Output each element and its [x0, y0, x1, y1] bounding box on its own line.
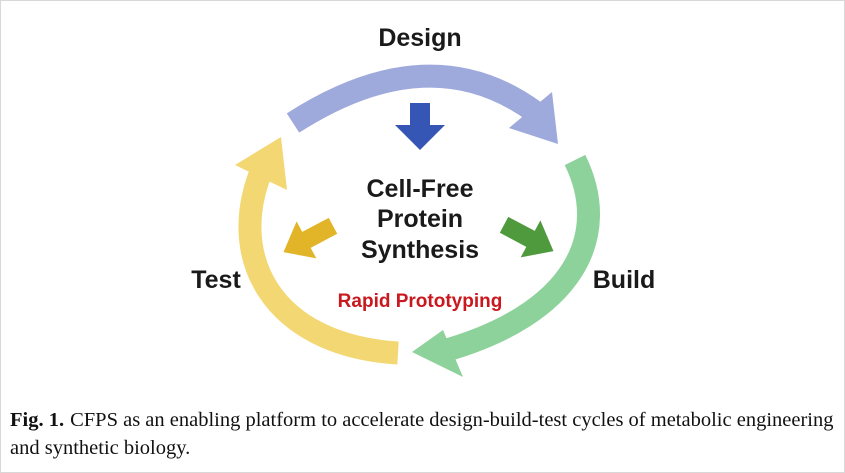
caption-text: CFPS as an enabling platform to accelera… [10, 409, 834, 459]
center-title-line-1: Cell-Free [367, 175, 474, 203]
down-left-arrow-icon-group [283, 217, 338, 259]
center-title-line-3: Synthesis [361, 236, 479, 264]
figure-caption: Fig. 1.CFPS as an enabling platform to a… [10, 406, 836, 462]
down-right-arrow-icon [499, 216, 554, 258]
test-arc [235, 137, 399, 365]
stage-label-test: Test [191, 266, 241, 294]
figure-number: Fig. 1. [10, 409, 65, 431]
center-title-line-2: Protein [377, 205, 463, 233]
stage-label-design: Design [378, 24, 461, 52]
stage-label-build: Build [593, 266, 656, 294]
down-arrow-icon [395, 103, 445, 150]
build-arc [412, 154, 600, 377]
subtitle-rapid-prototyping: Rapid Prototyping [338, 291, 503, 312]
cycle-diagram: Design Build Test Cell-Free Protein Synt… [191, 24, 656, 377]
design-arc [286, 64, 558, 144]
